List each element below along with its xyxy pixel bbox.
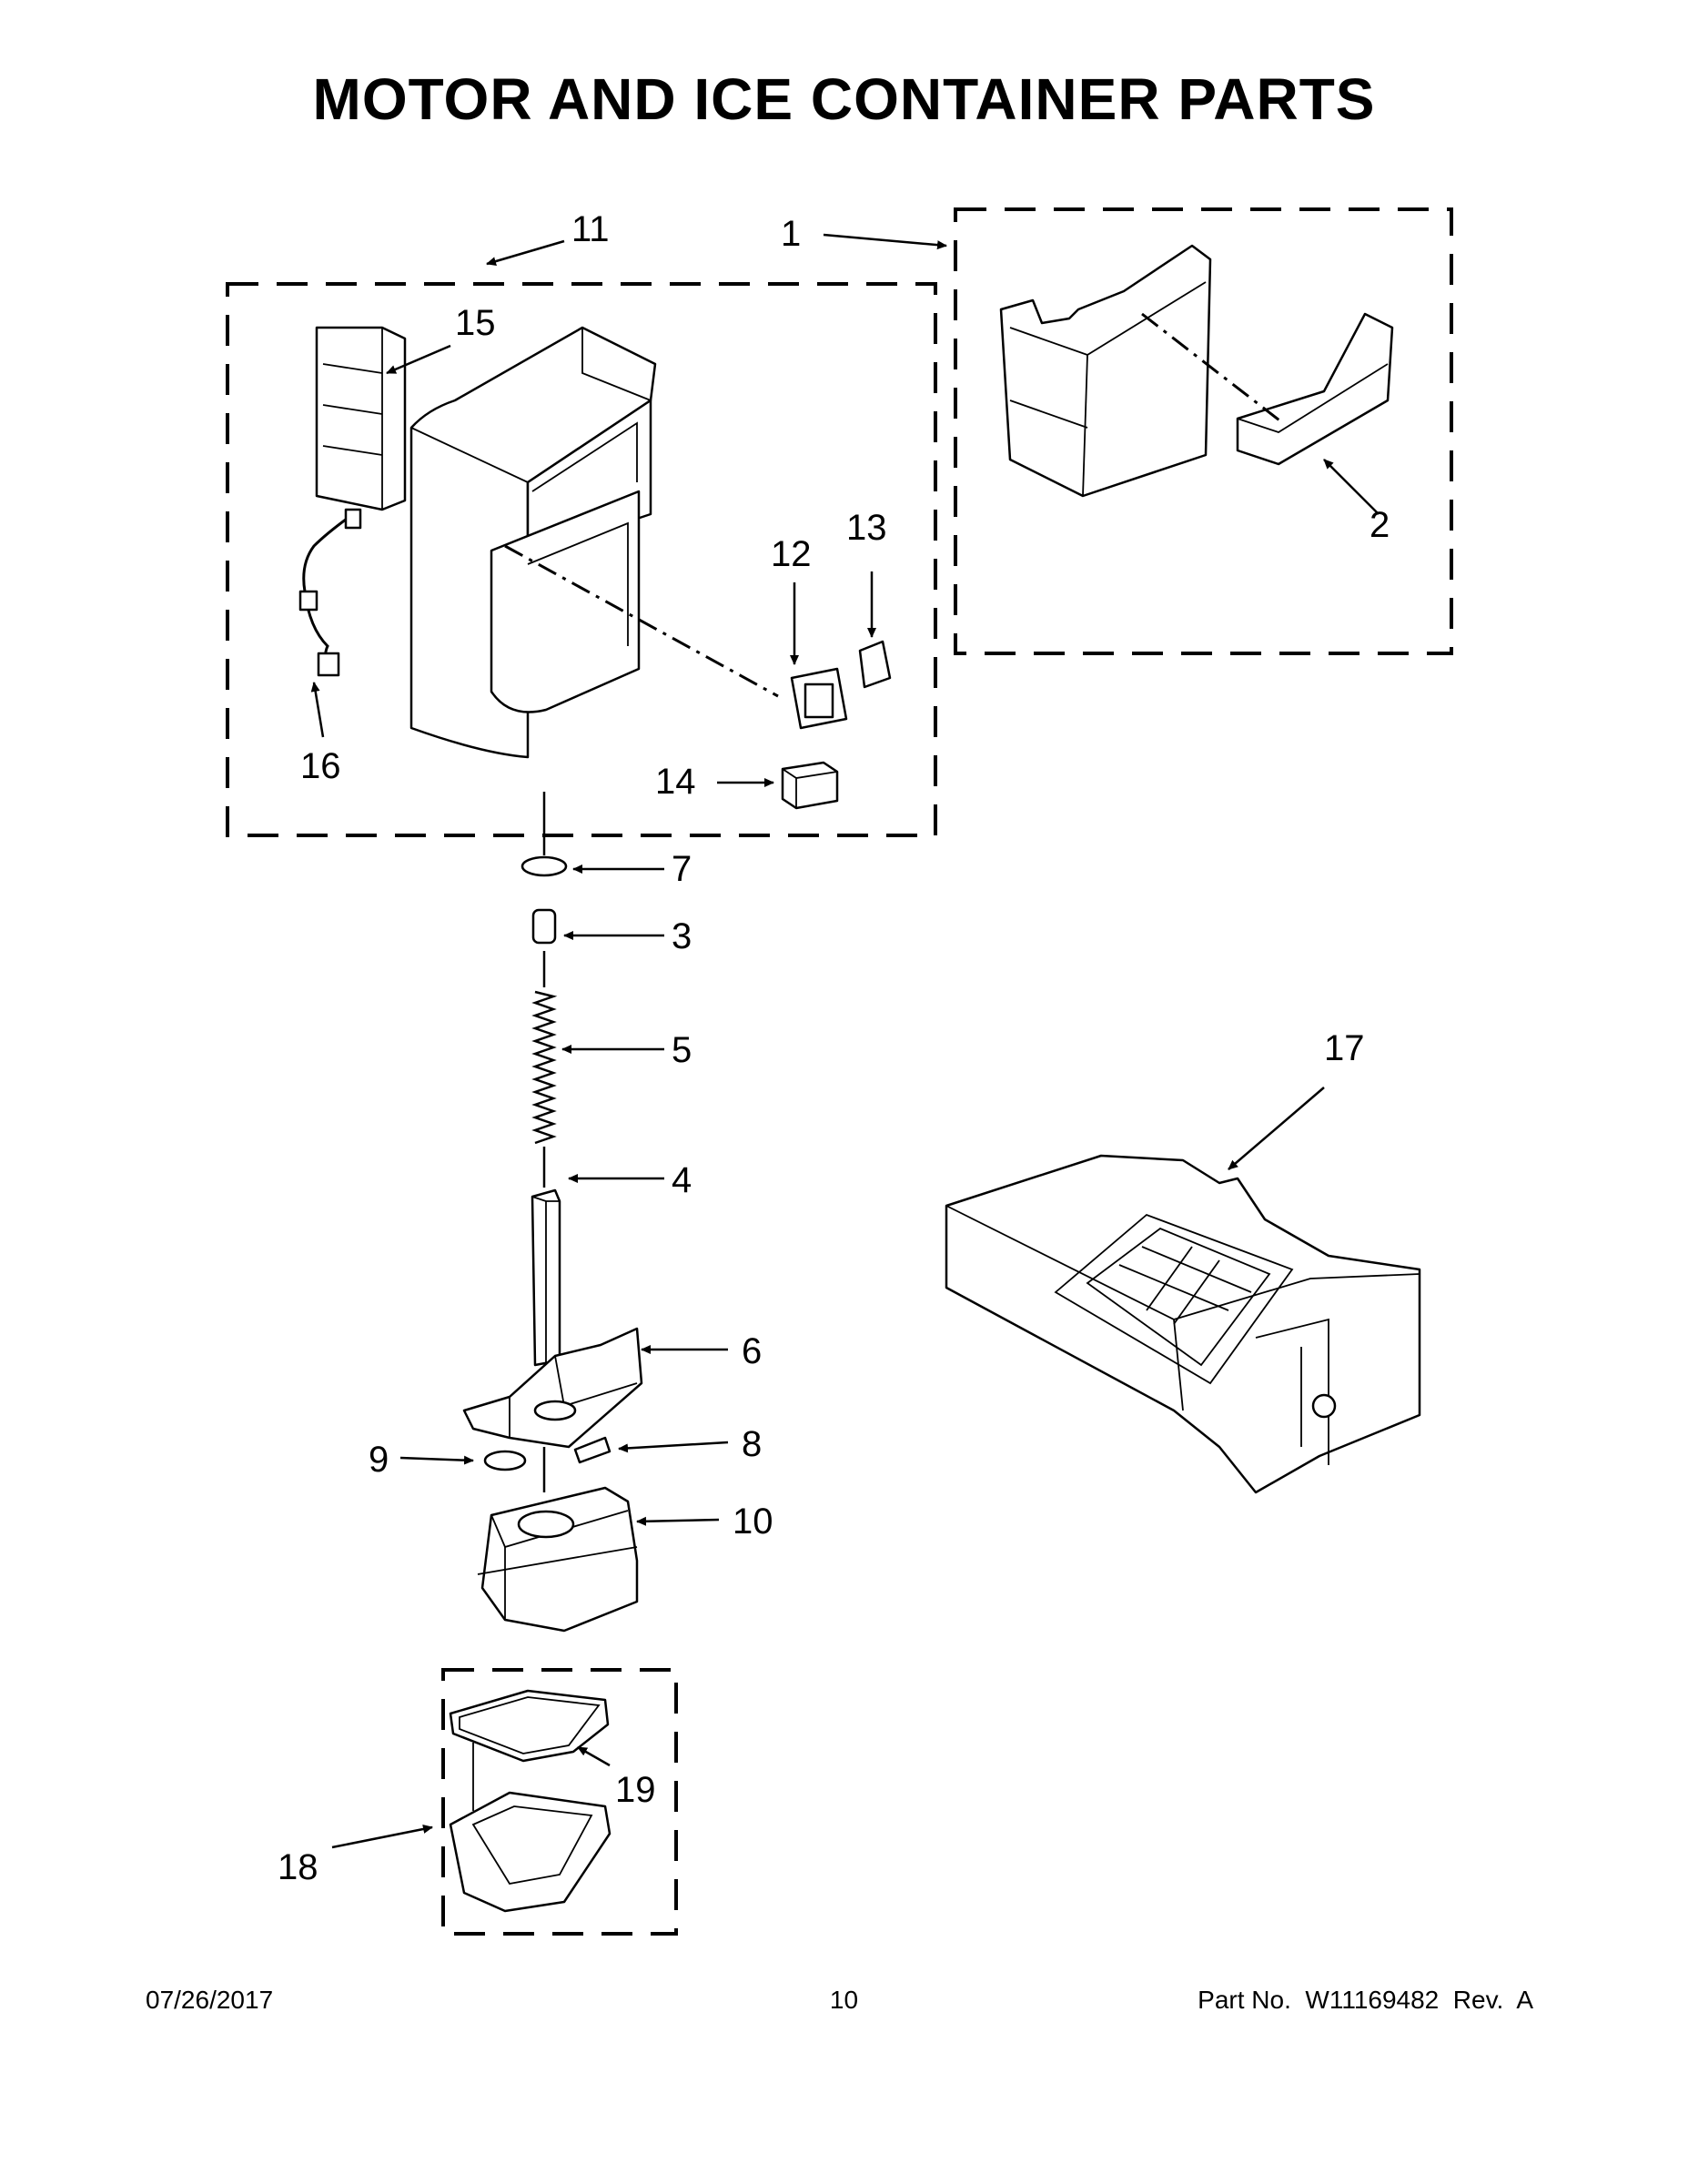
- part-10-auger-motor: [477, 1486, 639, 1633]
- part-13-switch: [858, 640, 892, 689]
- footer-date: 07/26/2017: [146, 1986, 274, 2014]
- part-18-base: [449, 1743, 612, 1913]
- group-box-1: [954, 207, 1453, 655]
- callout-7: 7: [672, 849, 692, 889]
- callout-19: 19: [615, 1770, 656, 1810]
- part-1-ice-bin: [999, 244, 1212, 498]
- drive-shaft-assembly: [521, 792, 568, 1367]
- callout-17: 17: [1324, 1028, 1365, 1068]
- callout-2: 2: [1370, 505, 1390, 545]
- callout-18: 18: [278, 1847, 318, 1887]
- callout-13: 13: [846, 508, 887, 548]
- part-6-bracket: [462, 1327, 643, 1449]
- callout-15: 15: [455, 303, 496, 343]
- callout-1: 1: [781, 214, 801, 254]
- callout-8: 8: [742, 1424, 762, 1464]
- footer-page-number: 10: [829, 1986, 859, 2014]
- callout-6: 6: [742, 1331, 762, 1371]
- part-3-coupler: [531, 908, 557, 945]
- part-9-ring: [483, 1450, 527, 1471]
- callout-11: 11: [571, 209, 610, 249]
- part-2-bin-cover: [1236, 312, 1394, 466]
- callout-9: 9: [369, 1440, 389, 1480]
- callout-5: 5: [672, 1030, 692, 1070]
- callout-14: 14: [655, 762, 696, 802]
- callout-10: 10: [733, 1502, 773, 1542]
- part-15-deflector: [315, 326, 407, 511]
- part-7-washer: [521, 855, 568, 877]
- callout-3: 3: [672, 916, 692, 956]
- group-box-11: [226, 282, 937, 837]
- part-11-dispenser-housing: [409, 326, 657, 759]
- callout-4: 4: [672, 1160, 692, 1200]
- part-8-gasket: [573, 1436, 612, 1464]
- part-5-spring: [531, 990, 558, 1145]
- footer-part-number: Part No. W11169482 Rev. A: [1198, 1986, 1533, 2014]
- part-16-wire-harness: [298, 508, 362, 677]
- part-17-ice-maker: [945, 1154, 1421, 1494]
- callout-16: 16: [300, 746, 341, 786]
- callout-12: 12: [771, 534, 812, 574]
- group-box-18: [441, 1668, 678, 1936]
- page-title: MOTOR AND ICE CONTAINER PARTS: [312, 66, 1376, 132]
- part-14-solenoid: [781, 761, 839, 810]
- part-12-actuator: [790, 667, 848, 730]
